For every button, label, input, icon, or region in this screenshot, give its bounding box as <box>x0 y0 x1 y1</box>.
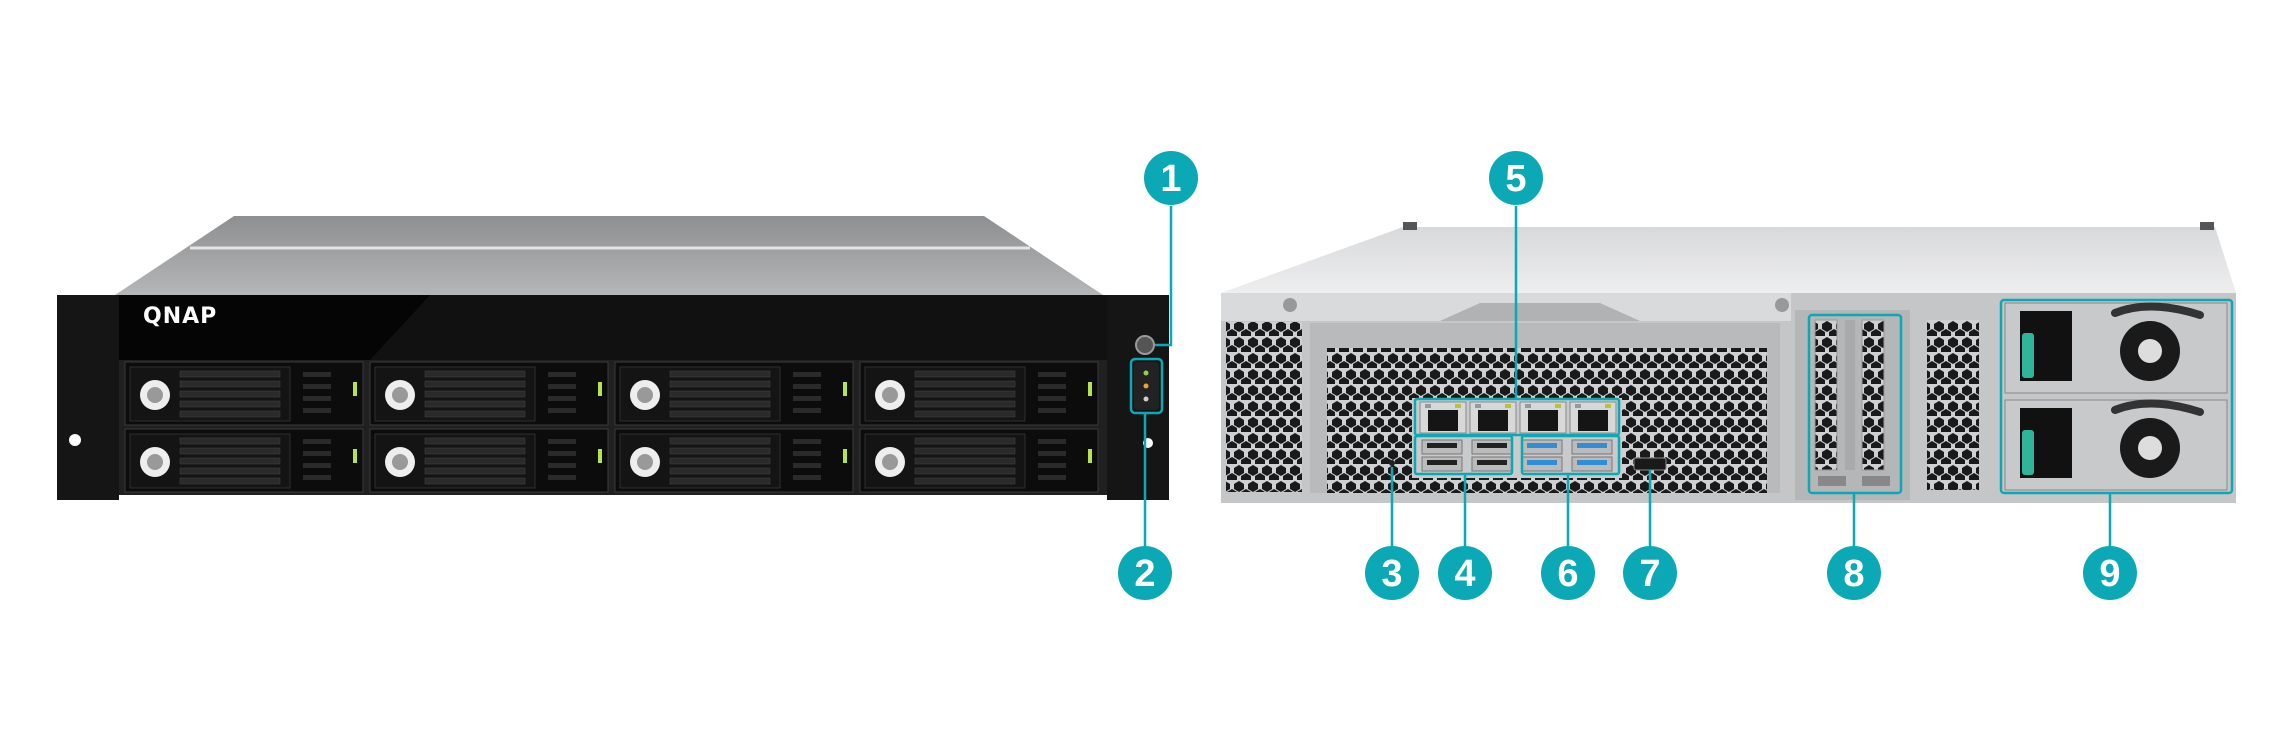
left-rack-ear <box>57 295 119 500</box>
usb2-port[interactable] <box>1471 439 1513 455</box>
drive-tray[interactable] <box>124 361 364 426</box>
usb2-port[interactable] <box>1421 456 1463 472</box>
usb3-port[interactable] <box>1571 456 1613 472</box>
psu-release-latch[interactable] <box>2022 430 2034 475</box>
pcie-slots <box>1814 319 1890 486</box>
drive-tray[interactable] <box>369 361 609 426</box>
callout-2: 2 <box>1118 546 1172 600</box>
callout-number: 1 <box>1160 158 1181 200</box>
callout-1: 1 <box>1144 151 1198 205</box>
callout-7: 7 <box>1623 546 1677 600</box>
power-button[interactable] <box>1135 335 1155 355</box>
drive-led <box>1088 449 1092 463</box>
drive-tray[interactable] <box>369 428 609 493</box>
front-top-cover <box>115 216 1103 295</box>
rear-top-cover <box>1221 227 2236 293</box>
drive-led <box>843 449 847 463</box>
fan-vent <box>1927 320 1979 490</box>
power-supply-unit[interactable] <box>2004 399 2228 491</box>
drive-led <box>598 382 602 396</box>
left-vent <box>1226 322 1302 492</box>
usb2-port[interactable] <box>1421 439 1463 455</box>
drive-led <box>353 382 357 396</box>
hdmi-port[interactable] <box>1633 457 1667 471</box>
callout-number: 4 <box>1454 553 1475 595</box>
drive-led <box>843 382 847 396</box>
lan-port[interactable] <box>1419 401 1467 434</box>
callout-number: 5 <box>1505 158 1526 200</box>
callout-8: 8 <box>1827 546 1881 600</box>
power-supplies <box>2004 302 2228 491</box>
callout-number: 7 <box>1639 553 1660 595</box>
drive-tray[interactable] <box>614 361 854 426</box>
lan-port[interactable] <box>1569 401 1617 434</box>
front-view: QNAP <box>57 216 1169 500</box>
callout-number: 8 <box>1843 553 1864 595</box>
rear-view <box>1221 222 2236 503</box>
drive-tray[interactable] <box>614 428 854 493</box>
callout-number: 9 <box>2099 553 2120 595</box>
usb3-port[interactable] <box>1571 439 1613 455</box>
drive-tray[interactable] <box>859 361 1099 426</box>
callout-3: 3 <box>1365 546 1419 600</box>
drive-led <box>1088 382 1092 396</box>
usb2-port[interactable] <box>1471 456 1513 472</box>
callout-number: 3 <box>1381 553 1402 595</box>
usb3-port[interactable] <box>1521 456 1563 472</box>
drive-bays <box>124 361 1099 493</box>
qnap-logo: QNAP <box>143 304 217 329</box>
psu-handle[interactable] <box>2111 399 2204 416</box>
callout-9: 9 <box>2083 546 2137 600</box>
drive-tray[interactable] <box>859 428 1099 493</box>
lan-port[interactable] <box>1519 401 1567 434</box>
reset-button[interactable] <box>1389 460 1395 466</box>
callout-4: 4 <box>1438 546 1492 600</box>
callout-5: 5 <box>1489 151 1543 205</box>
callout-number: 6 <box>1557 553 1578 595</box>
callout-6: 6 <box>1541 546 1595 600</box>
usb3-port[interactable] <box>1521 439 1563 455</box>
callout-number: 2 <box>1134 553 1155 595</box>
drive-led <box>353 449 357 463</box>
lan-port[interactable] <box>1469 401 1517 434</box>
psu-release-latch[interactable] <box>2022 333 2034 378</box>
drive-tray[interactable] <box>124 428 364 493</box>
drive-led <box>598 449 602 463</box>
callouts <box>1129 206 2234 548</box>
power-supply-unit[interactable] <box>2004 302 2228 394</box>
psu-handle[interactable] <box>2111 302 2204 319</box>
